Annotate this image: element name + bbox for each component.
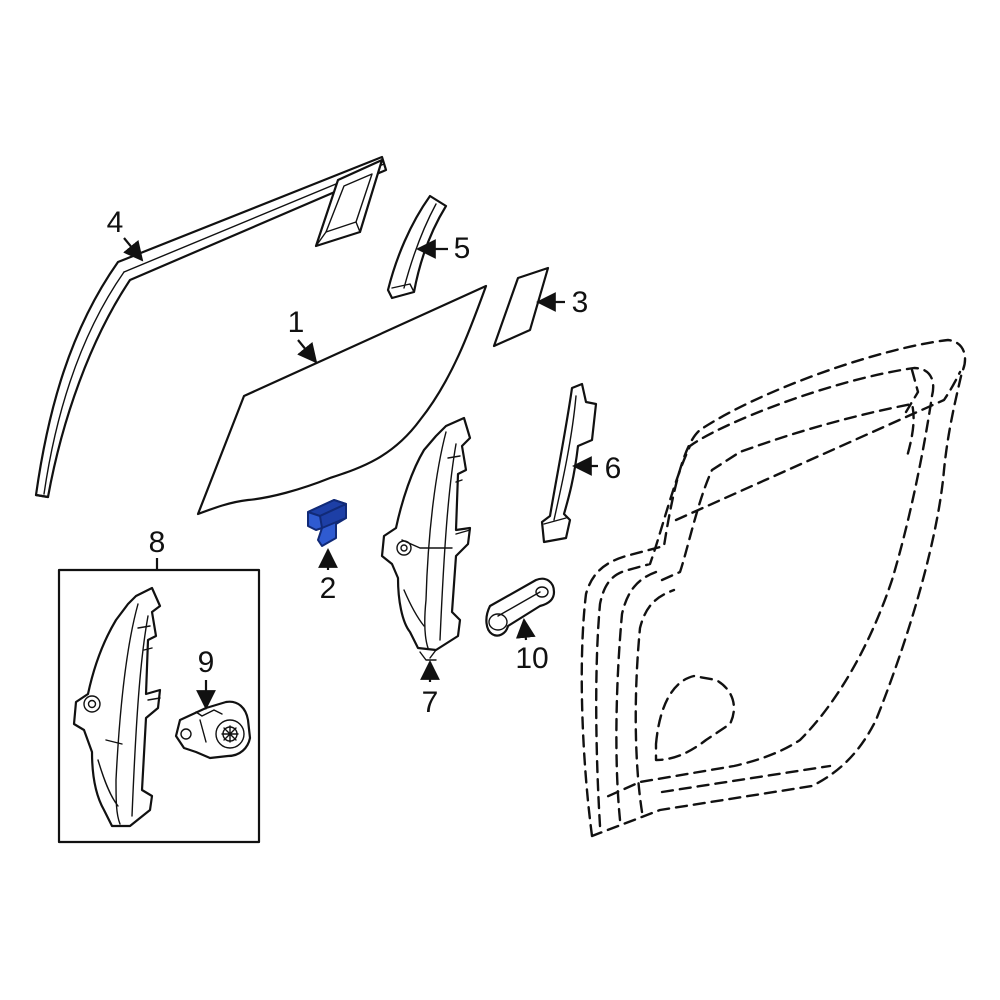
callout-8: 8 — [149, 526, 166, 570]
callout-9: 9 — [196, 646, 216, 710]
svg-text:7: 7 — [422, 686, 439, 719]
svg-text:1: 1 — [288, 306, 305, 339]
callout-6: 6 — [572, 452, 622, 485]
callout-10: 10 — [515, 618, 549, 675]
callout-7: 7 — [420, 660, 440, 719]
svg-text:3: 3 — [572, 286, 589, 319]
part-2-glass-bracket-highlighted — [307, 499, 347, 547]
callout-2: 2 — [318, 548, 338, 605]
part-8-regulator-assembly — [72, 586, 162, 828]
part-5-channel-sash — [386, 194, 448, 300]
part-1-door-glass — [196, 284, 488, 516]
svg-text:6: 6 — [605, 452, 622, 485]
svg-text:10: 10 — [515, 642, 548, 675]
svg-text:2: 2 — [320, 572, 337, 605]
callout-3: 3 — [536, 286, 589, 319]
part-6-rear-run-channel — [540, 382, 598, 544]
callout-1: 1 — [288, 306, 318, 364]
callout-5: 5 — [416, 232, 471, 265]
part-9-regulator-motor — [174, 700, 252, 760]
callout-4: 4 — [107, 206, 144, 262]
svg-text:5: 5 — [454, 232, 471, 265]
svg-text:4: 4 — [107, 206, 124, 239]
part-7-window-regulator — [380, 416, 472, 661]
door-shell-outline — [580, 338, 967, 838]
part-10-bracket — [485, 577, 556, 637]
part-3-quarter-glass — [492, 266, 550, 348]
part-4-glass-run-channel — [34, 155, 388, 499]
assembly-box-8 — [57, 568, 261, 844]
svg-text:8: 8 — [149, 526, 166, 559]
svg-text:9: 9 — [198, 646, 215, 679]
